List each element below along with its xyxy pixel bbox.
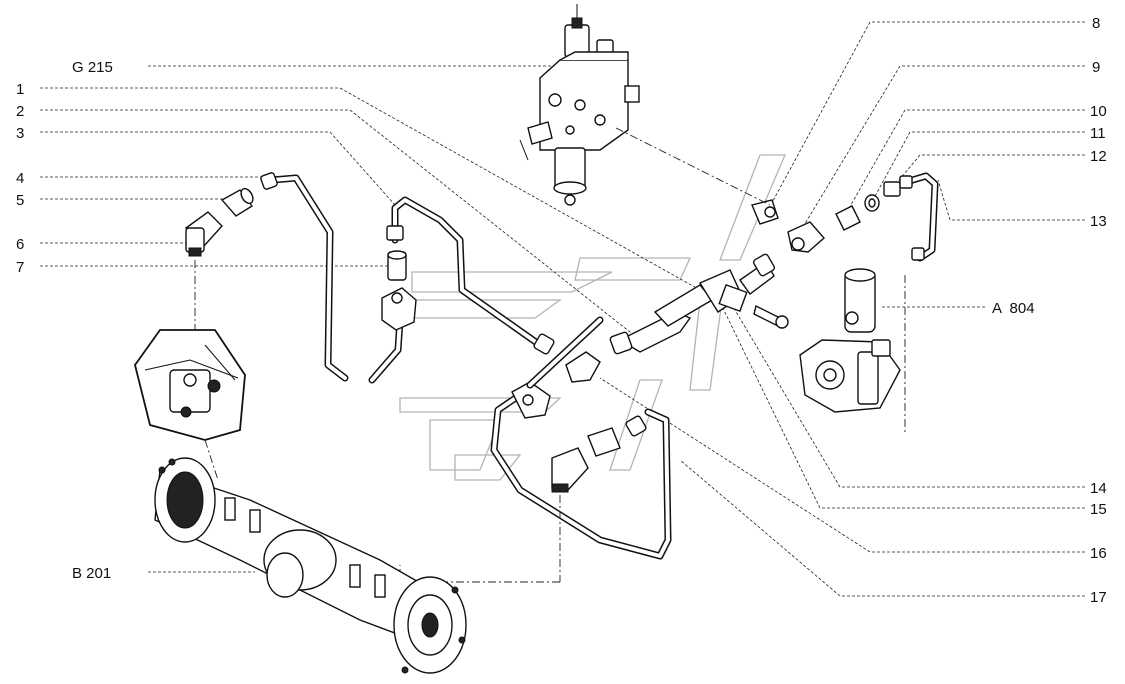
label-3: 3 <box>16 125 24 142</box>
label-5: 5 <box>16 192 24 209</box>
label-b201: B 201 <box>72 565 111 582</box>
label-11: 11 <box>1090 125 1106 142</box>
leader-lines <box>40 21 1085 597</box>
label-10: 10 <box>1090 103 1107 120</box>
label-14: 14 <box>1090 480 1107 497</box>
label-a804: A 804 <box>992 300 1035 317</box>
right-fittings <box>615 127 939 262</box>
label-12: 12 <box>1090 148 1107 165</box>
detail-inset <box>134 329 246 481</box>
pipe-3-center <box>368 196 555 384</box>
label-g215: G 215 <box>72 59 113 76</box>
label-13: 13 <box>1090 213 1107 230</box>
label-2: 2 <box>16 103 24 120</box>
label-8: 8 <box>1092 15 1100 32</box>
label-16: 16 <box>1090 545 1107 562</box>
pipe-3-left <box>260 172 349 382</box>
axle-b201 <box>154 457 467 674</box>
label-4: 4 <box>16 170 24 187</box>
label-17: 17 <box>1090 589 1107 606</box>
fittings-5-6 <box>184 187 254 385</box>
brake-valve-a804 <box>799 268 906 432</box>
control-valve-block <box>519 4 640 206</box>
pipe-16-17 <box>399 316 672 583</box>
label-1: 1 <box>16 81 24 98</box>
label-15: 15 <box>1090 501 1107 518</box>
label-9: 9 <box>1092 59 1100 76</box>
label-6: 6 <box>16 236 24 253</box>
callout-labels: G 215 1 2 3 4 5 6 7 8 9 10 11 12 13 A 80… <box>16 15 1107 606</box>
label-7: 7 <box>16 259 24 276</box>
center-fittings <box>565 253 789 383</box>
